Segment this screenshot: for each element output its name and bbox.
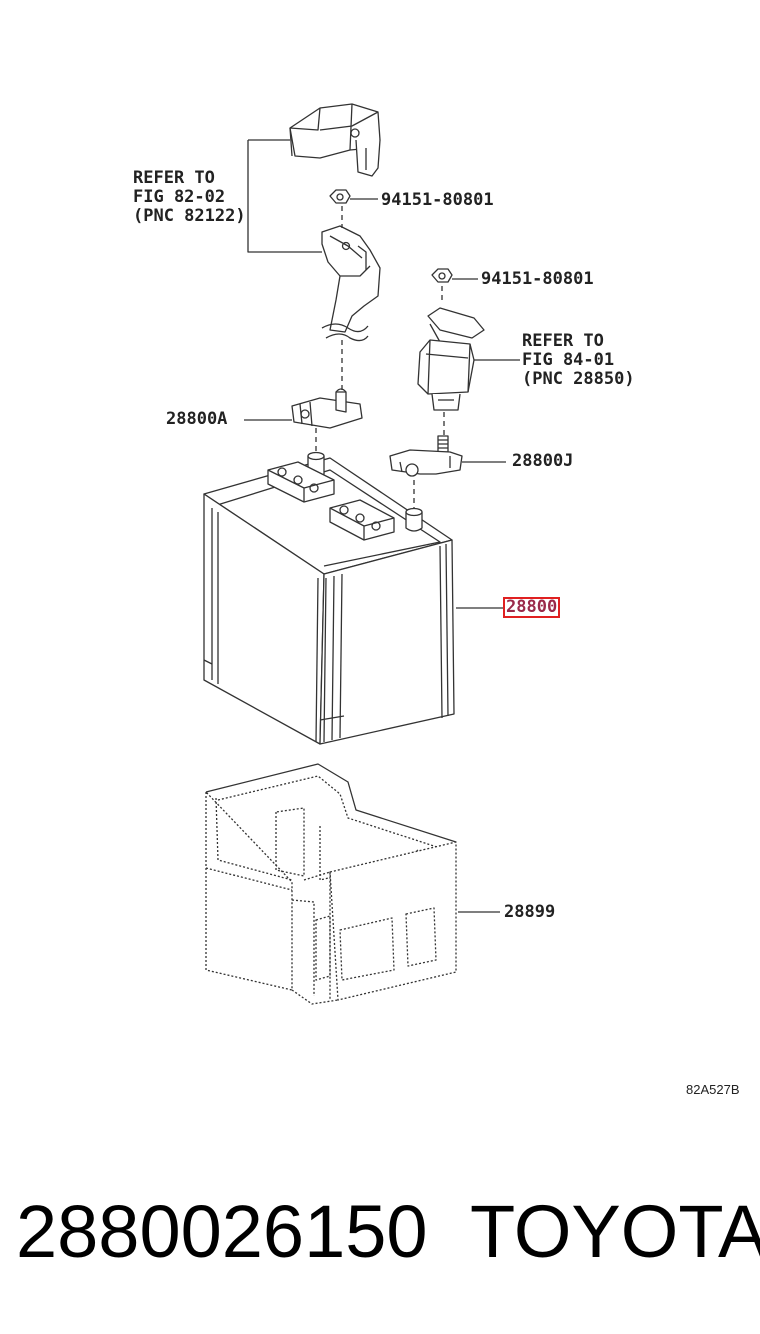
battery-exploded-diagram <box>203 103 520 1005</box>
callout-refer-fig-84-line3: (PNC 28850) <box>522 369 635 389</box>
callout-refer-fig-84-line1: REFER TO <box>522 331 604 351</box>
callout-refer-fig-82-line1: REFER TO <box>133 168 215 188</box>
terminal-28800a <box>244 388 363 429</box>
current-sensor <box>417 307 520 411</box>
callout-battery-28800[interactable]: 28800 <box>503 597 561 618</box>
part-number: 2880026150 <box>16 1190 428 1273</box>
nut-upper <box>329 189 378 204</box>
battery-tray-28899 <box>205 763 500 1005</box>
brand-name: TOYOTA <box>470 1190 760 1273</box>
callout-refer-fig-82-line3: (PNC 82122) <box>133 206 246 226</box>
callout-terminal-28800j: 28800J <box>512 451 574 471</box>
callout-nut-upper: 94151-80801 <box>381 190 494 210</box>
callout-tray-28899: 28899 <box>504 902 556 922</box>
callout-nut-lower: 94151-80801 <box>481 269 594 289</box>
terminal-28800j <box>389 435 506 477</box>
figure-code: 82A527B <box>686 1082 740 1097</box>
battery-28800 <box>203 451 504 745</box>
nut-lower <box>431 268 478 283</box>
callout-terminal-28800a: 28800A <box>166 409 228 429</box>
callout-refer-fig-82-line2: FIG 82-02 <box>133 187 226 207</box>
callout-refer-fig-84-line2: FIG 84-01 <box>522 350 615 370</box>
cable-connector-upper <box>247 103 381 342</box>
